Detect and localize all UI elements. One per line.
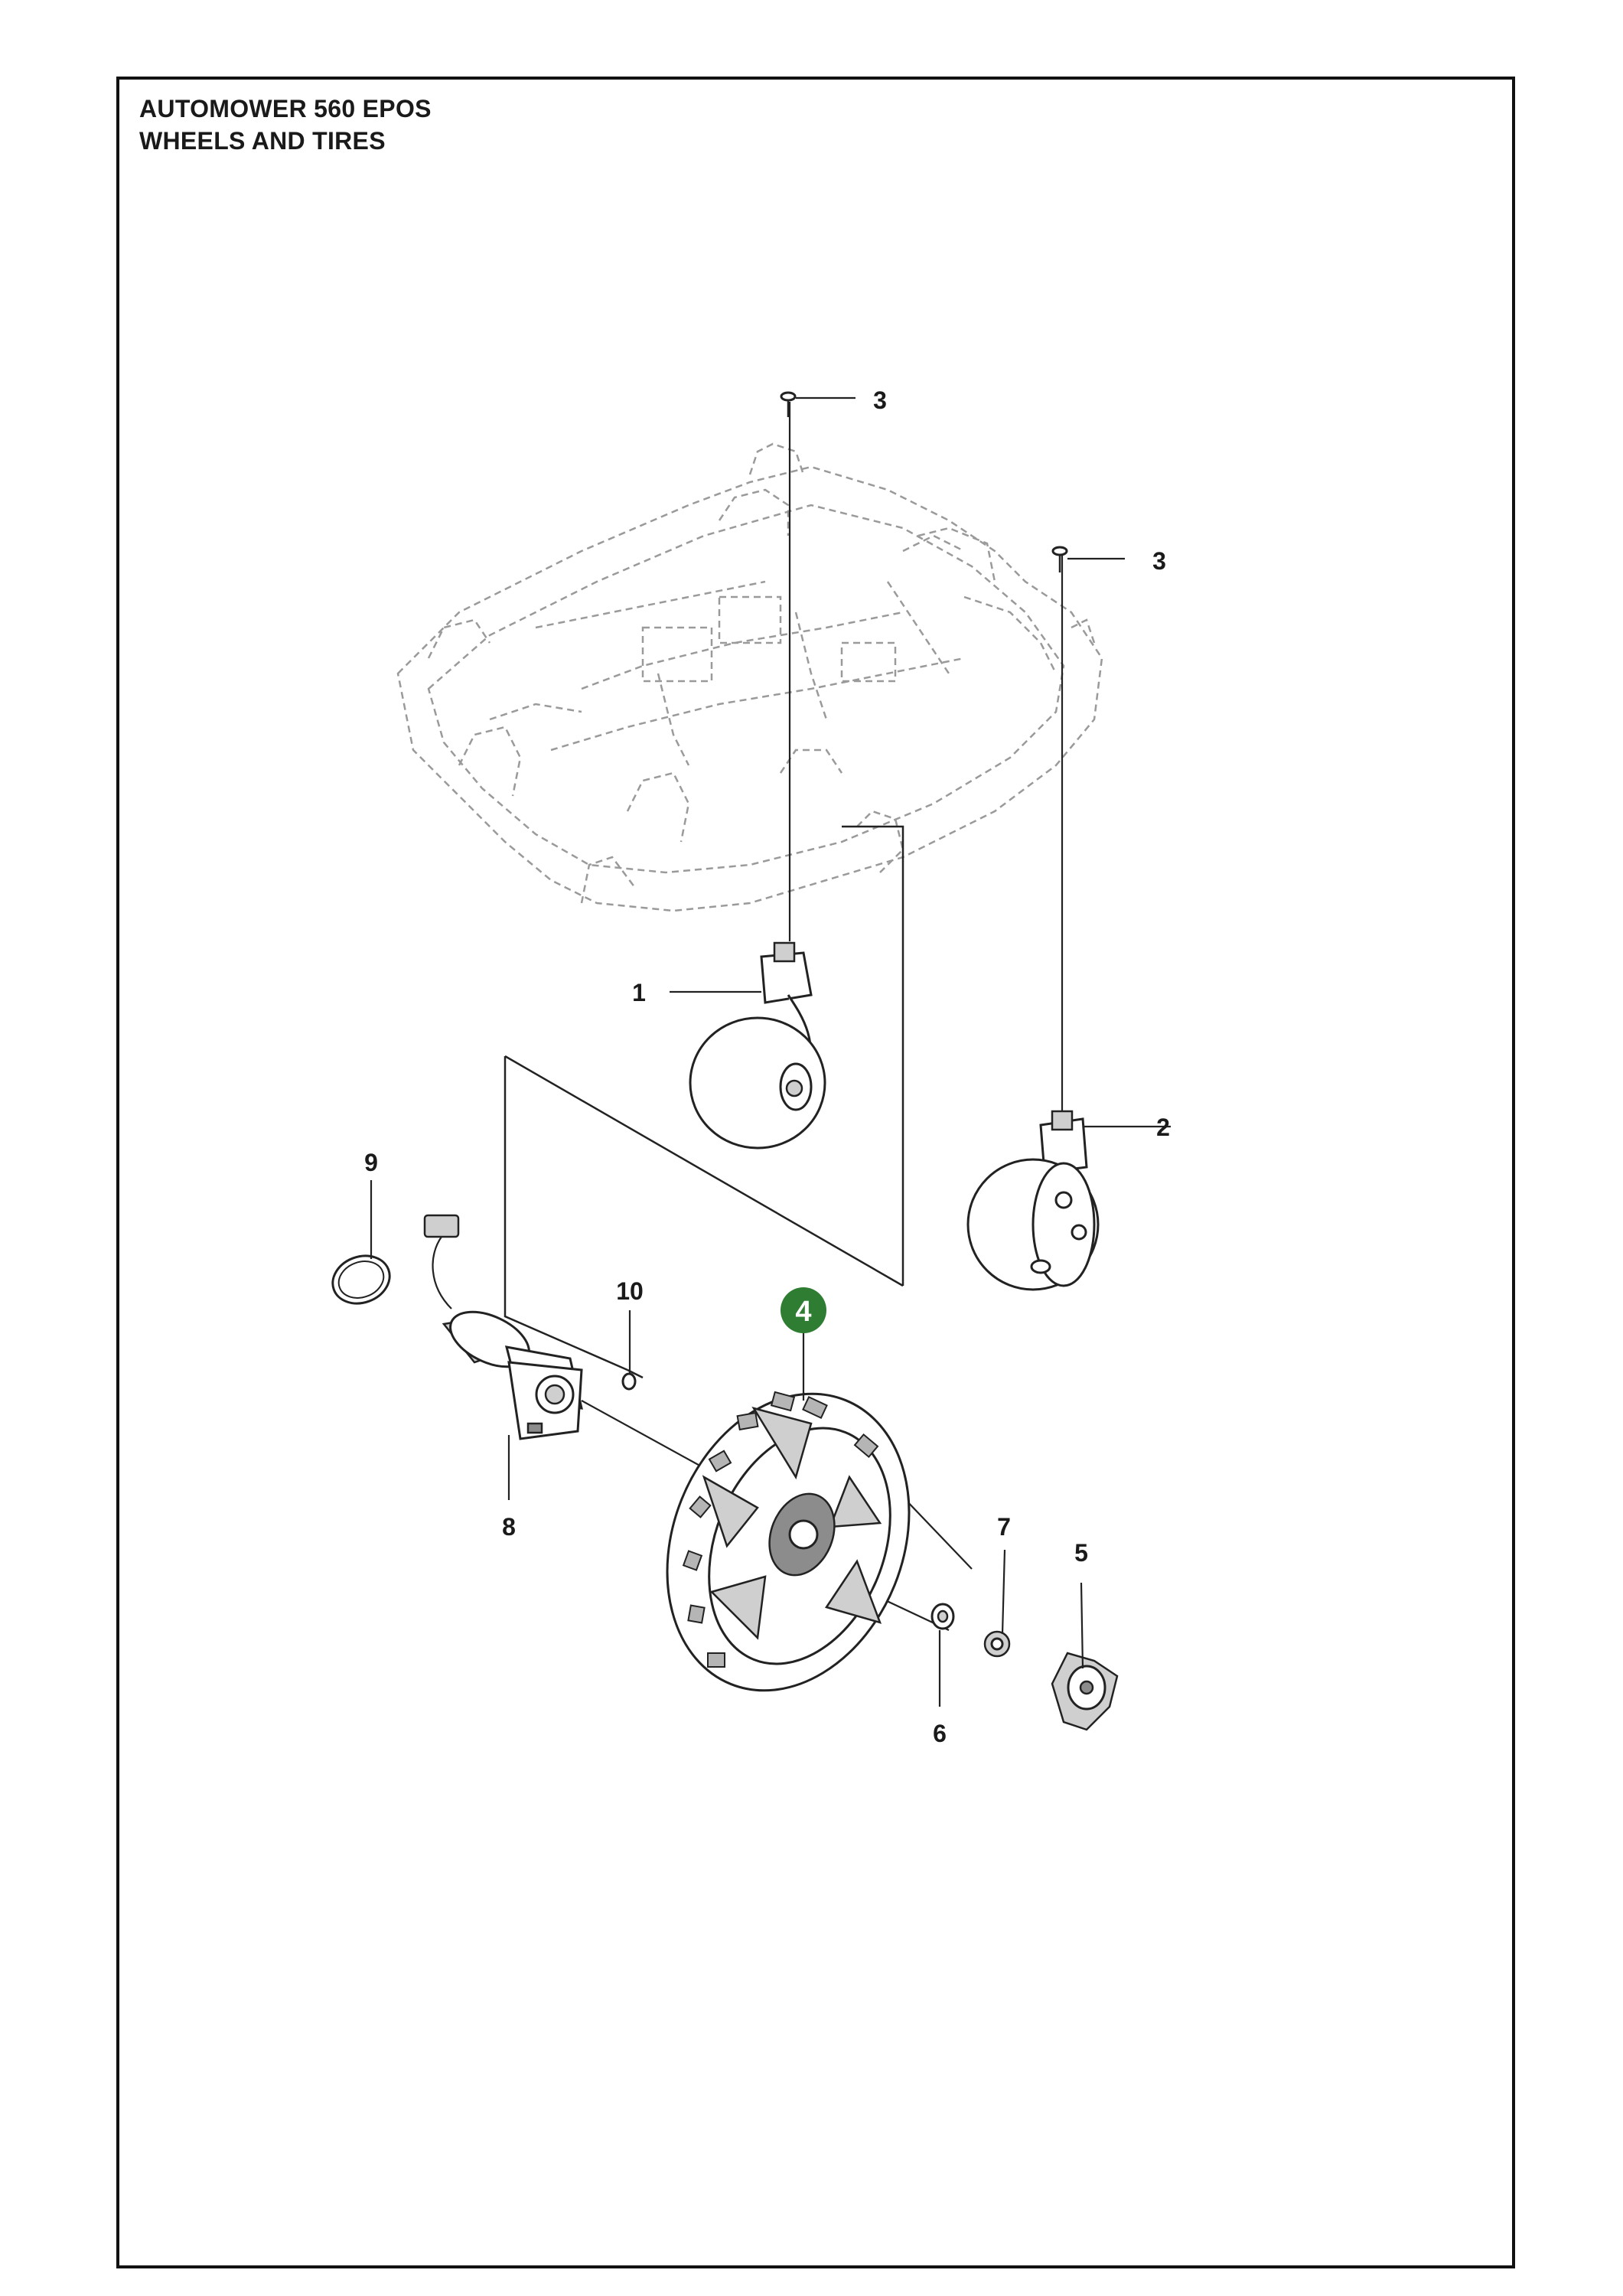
callout-5: 5: [1074, 1539, 1088, 1567]
callout-4: 4: [795, 1296, 811, 1328]
o-ring: [331, 1254, 391, 1305]
front-swivel-wheel-left: [689, 941, 826, 1150]
callout-8: 8: [502, 1513, 516, 1541]
callout-6: 6: [933, 1720, 947, 1747]
callout-4-highlight-badge: [781, 1287, 826, 1333]
callout-3-top: 3: [873, 386, 887, 414]
callout-2: 2: [1156, 1114, 1170, 1141]
mower-chassis-outline: [396, 442, 1103, 912]
page-frame: [116, 77, 1515, 2268]
nut: [983, 1630, 1011, 1658]
diagram-title-section: WHEELS AND TIRES: [139, 127, 386, 155]
callout-10: 10: [616, 1277, 644, 1305]
drive-wheel: [666, 1391, 911, 1692]
hub-cap: [1051, 1652, 1119, 1731]
front-swivel-wheel-right: [966, 1110, 1100, 1291]
screw-top: [780, 391, 797, 417]
callout-3-right: 3: [1152, 547, 1166, 575]
callout-labels: 3 3 1 2 9 10 4 8 6 7 5: [364, 386, 1170, 1747]
washer: [930, 1603, 955, 1630]
callout-leaders: [370, 396, 1171, 1707]
callout-9: 9: [364, 1149, 378, 1176]
wheel-motor: [423, 1214, 583, 1440]
callout-1: 1: [632, 979, 646, 1006]
callout-7: 7: [997, 1513, 1011, 1541]
screw-motor: [621, 1368, 644, 1391]
screw-right: [1051, 546, 1068, 572]
diagram-title-model: AUTOMOWER 560 EPOS: [139, 95, 432, 122]
